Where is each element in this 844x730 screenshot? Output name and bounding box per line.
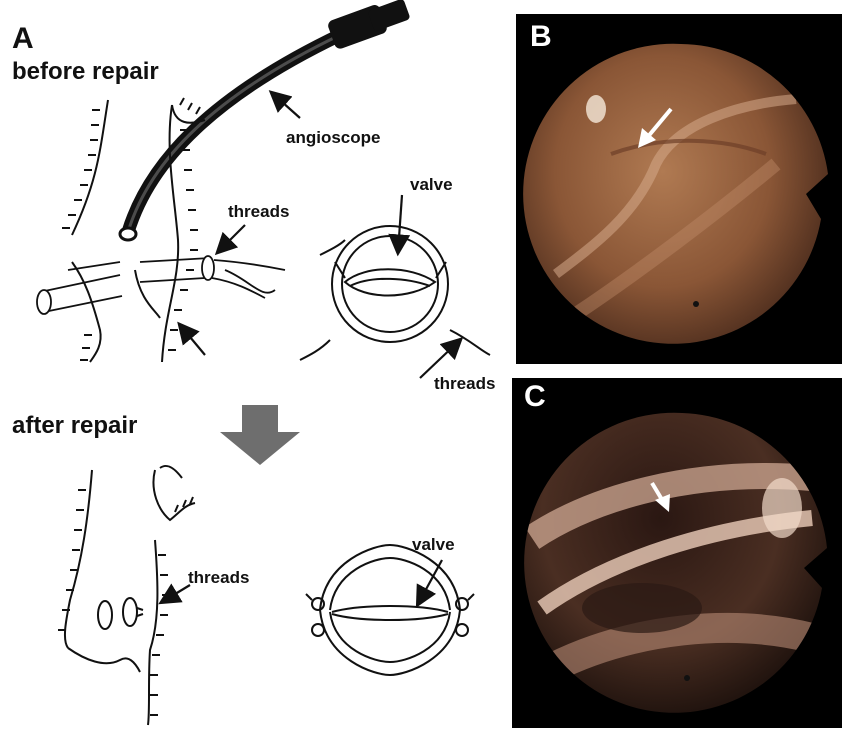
- angioscopy-image-c: C: [512, 378, 842, 728]
- threads-label-after: threads: [188, 568, 249, 588]
- panel-a-diagram: [0, 0, 515, 730]
- valve-before-drawing: [300, 226, 490, 360]
- panel-b-letter: B: [530, 20, 552, 54]
- down-arrow: [220, 405, 300, 465]
- valve-label-after: valve: [412, 535, 455, 555]
- angioscopy-image-b: B: [516, 14, 842, 364]
- after-repair-heading: after repair: [12, 412, 137, 440]
- threads-label-top: threads: [228, 202, 289, 222]
- valve-after-drawing: [306, 545, 474, 675]
- panel-c-letter: C: [524, 380, 546, 414]
- panel-a-letter: A: [12, 22, 34, 56]
- valve-label-top: valve: [410, 175, 453, 195]
- threads-label-bottom: threads: [434, 374, 495, 394]
- angioscope-label: angioscope: [286, 128, 380, 148]
- before-repair-heading: before repair: [12, 58, 159, 86]
